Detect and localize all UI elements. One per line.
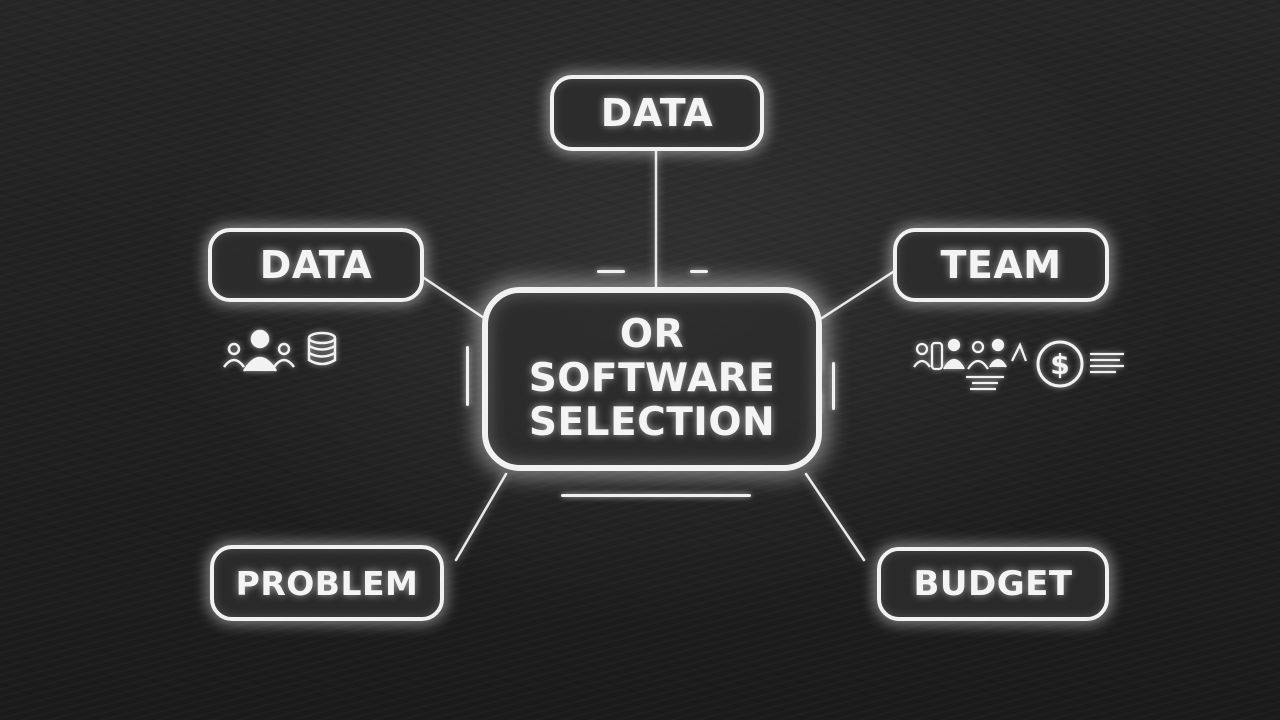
accent-top-left-dash bbox=[597, 270, 625, 273]
node-problem: PROBLEM bbox=[210, 545, 444, 621]
center-line-2: SOFTWARE bbox=[528, 356, 776, 402]
connector-bottom-left bbox=[454, 472, 508, 562]
node-data-top: DATA bbox=[550, 75, 764, 151]
node-problem-label: PROBLEM bbox=[235, 563, 419, 603]
connector-top-left bbox=[422, 276, 486, 320]
node-team: TEAM bbox=[893, 228, 1109, 302]
node-team-label: TEAM bbox=[940, 243, 1062, 287]
center-node: OR SOFTWARE SELECTION bbox=[482, 287, 822, 471]
node-data-left: DATA bbox=[208, 228, 424, 302]
node-budget-label: BUDGET bbox=[913, 564, 1073, 604]
accent-bottom-underline bbox=[561, 494, 751, 497]
center-line-3: SELECTION bbox=[528, 399, 776, 445]
people-group-icon bbox=[222, 329, 296, 372]
team-tools-icon bbox=[913, 338, 1028, 391]
dollar-coin-icon: $ bbox=[1036, 340, 1084, 388]
document-lines-icon bbox=[1090, 352, 1124, 374]
accent-right-bar-3 bbox=[832, 362, 835, 410]
connector-top-right bbox=[820, 270, 895, 320]
center-line-1: OR bbox=[619, 312, 685, 358]
left-icon-cluster bbox=[222, 325, 340, 375]
svg-text:$: $ bbox=[1050, 348, 1069, 381]
connector-bottom-right bbox=[804, 472, 866, 562]
node-data-left-label: DATA bbox=[259, 243, 373, 287]
node-data-top-label: DATA bbox=[600, 91, 714, 135]
accent-left-bar bbox=[466, 346, 469, 406]
node-budget: BUDGET bbox=[877, 547, 1109, 621]
database-icon bbox=[307, 331, 337, 366]
accent-top-right-dash bbox=[690, 270, 708, 273]
right-icon-cluster: $ bbox=[912, 333, 1128, 395]
